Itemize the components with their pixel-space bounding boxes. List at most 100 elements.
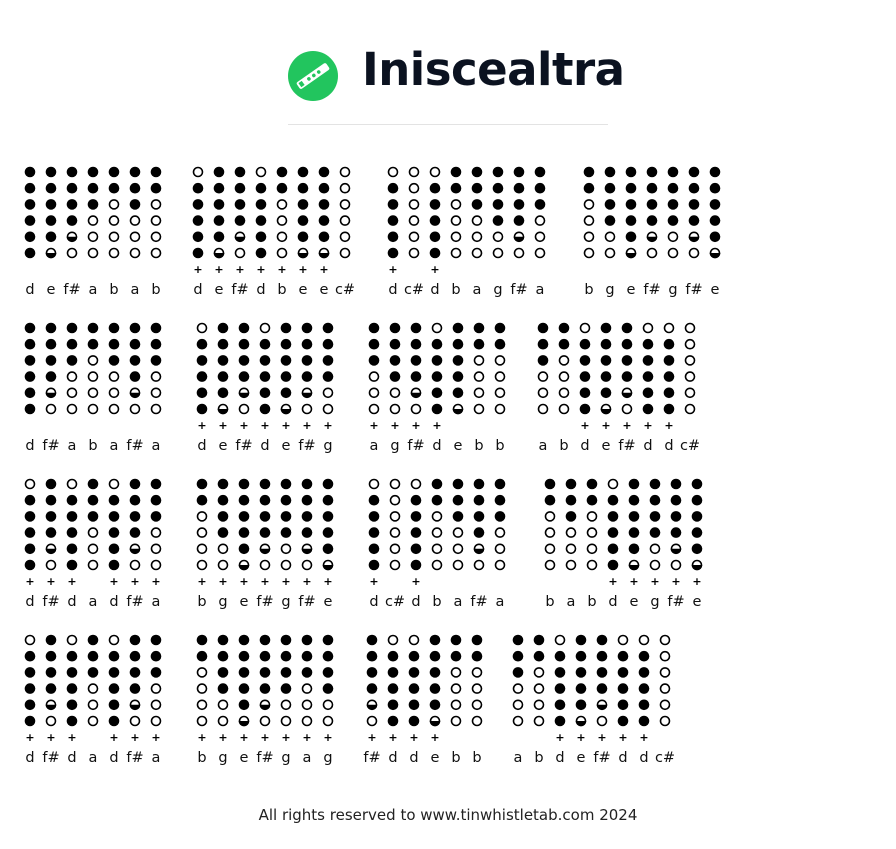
octave-plus: + — [608, 575, 617, 588]
hole-covered — [24, 403, 36, 415]
note-fingering: a — [87, 634, 99, 766]
note-label: d — [25, 438, 34, 454]
note-fingering: +e — [691, 478, 703, 610]
hole-covered — [387, 650, 399, 662]
hole-open — [533, 699, 545, 711]
hole-covered — [301, 371, 313, 382]
hole-covered — [431, 371, 443, 382]
hole-open — [670, 559, 682, 571]
note-label: c# — [680, 438, 700, 454]
hole-open — [196, 543, 208, 555]
hole-covered — [238, 699, 250, 711]
note-label: b — [109, 282, 118, 298]
hole-covered — [579, 338, 591, 350]
hole-covered — [646, 215, 658, 226]
hole-half-fill — [709, 253, 721, 259]
note-fingering: +b — [196, 634, 208, 766]
note-label: f# — [298, 438, 315, 454]
note-fingering: +e — [217, 322, 229, 454]
hole-covered — [259, 527, 271, 538]
note-fingering: +g — [649, 478, 661, 610]
note-label: e — [324, 594, 333, 610]
note-fingering: +g — [389, 322, 401, 454]
note-fingering: +f# — [298, 478, 316, 610]
hole-open — [108, 247, 120, 259]
hole-covered — [621, 338, 633, 350]
note-label: f# — [42, 594, 59, 610]
note-fingering: b — [431, 478, 443, 610]
hole-open — [492, 247, 504, 259]
hole-open — [473, 559, 485, 571]
octave-plus: + — [197, 575, 206, 588]
hole-covered — [322, 634, 334, 646]
hole-open — [408, 634, 420, 646]
octave-plus: + — [323, 731, 332, 744]
hole-covered — [213, 231, 225, 243]
hole-covered — [628, 543, 640, 555]
hole-open — [45, 403, 57, 415]
hole-open — [659, 715, 671, 727]
hole-covered — [596, 667, 608, 678]
note-label: a — [152, 438, 161, 454]
hole-covered — [66, 166, 78, 178]
hole-covered — [213, 182, 225, 194]
hole-open — [150, 199, 162, 210]
hole-open — [276, 247, 288, 259]
hole-half-fill — [410, 392, 422, 399]
hole-covered — [301, 667, 313, 678]
hole-covered — [66, 543, 78, 555]
note-label: e — [693, 594, 702, 610]
hole-open — [108, 478, 120, 490]
hole-open — [339, 182, 351, 194]
hole-covered — [494, 494, 506, 506]
note-fingering: +e — [318, 166, 330, 298]
octave-plus: + — [323, 575, 332, 588]
hole-open — [150, 403, 162, 415]
note-label: b — [472, 750, 481, 766]
hole-covered — [649, 527, 661, 538]
hole-covered — [366, 683, 378, 694]
hole-covered — [24, 494, 36, 506]
note-label: e — [454, 438, 463, 454]
hole-open — [301, 403, 313, 415]
octave-plus: + — [629, 575, 638, 588]
hole-covered — [45, 371, 57, 382]
hole-covered — [688, 215, 700, 226]
hole-covered — [471, 634, 483, 646]
hole-covered — [87, 511, 99, 522]
hole-covered — [255, 182, 267, 194]
hole-half-fill — [366, 704, 378, 711]
note-fingering: +b — [196, 478, 208, 610]
note-label: a — [454, 594, 463, 610]
hole-covered — [24, 182, 36, 194]
note-label: d — [67, 594, 76, 610]
note-fingering: a — [534, 166, 546, 298]
hole-covered — [322, 371, 334, 382]
hole-covered — [387, 215, 399, 226]
hole-covered — [452, 511, 464, 522]
note-label: g — [218, 750, 227, 766]
hole-covered — [301, 322, 313, 334]
hole-open — [494, 559, 506, 571]
hole-covered — [691, 494, 703, 506]
hole-covered — [534, 199, 546, 210]
hole-open — [558, 371, 570, 382]
note-fingering: +e — [280, 322, 292, 454]
hole-covered — [688, 166, 700, 178]
note-label: e — [215, 282, 224, 298]
hole-open — [322, 387, 334, 399]
hole-covered — [596, 683, 608, 694]
hole-covered — [87, 182, 99, 194]
hole-covered — [625, 166, 637, 178]
octave-plus: + — [580, 419, 589, 432]
hole-covered — [558, 322, 570, 334]
octave-plus: + — [430, 731, 439, 744]
hole-covered — [494, 322, 506, 334]
note-label: g — [281, 750, 290, 766]
hole-open — [301, 715, 313, 727]
hole-covered — [217, 322, 229, 334]
hole-covered — [192, 231, 204, 243]
hole-covered — [108, 667, 120, 678]
hole-open — [471, 715, 483, 727]
